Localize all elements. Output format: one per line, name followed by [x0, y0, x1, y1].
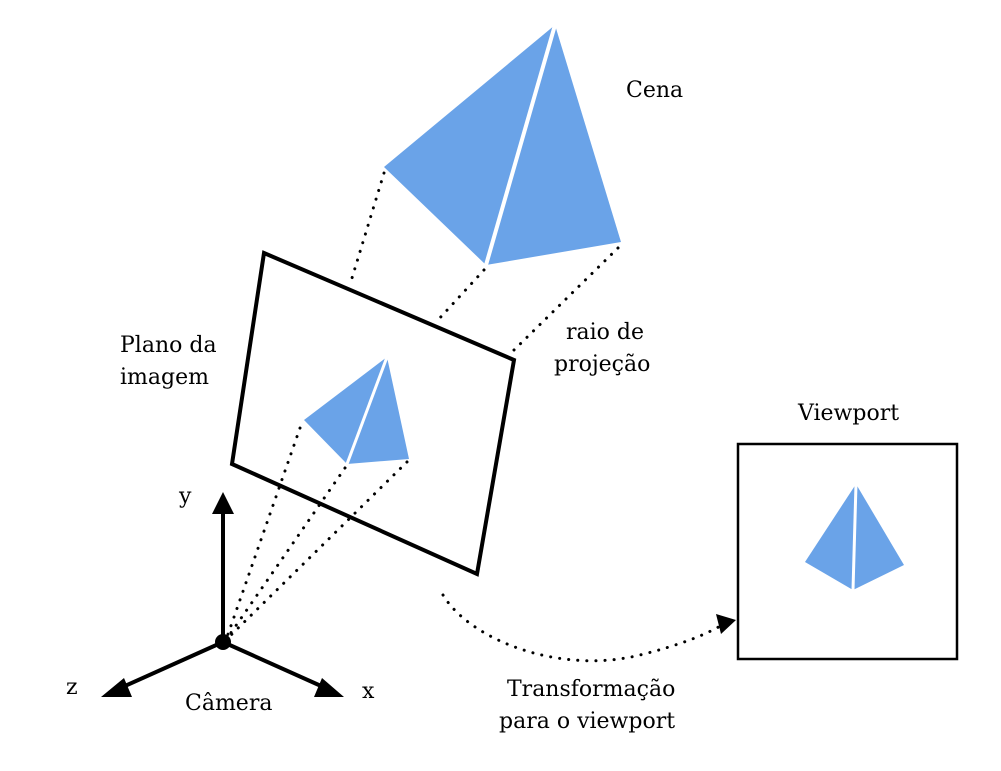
image-plane-label-line2: imagem	[120, 365, 209, 390]
axis-z-line	[115, 640, 224, 692]
scene-pyramid-edge	[484, 24, 557, 266]
viewport-transform-arrowhead	[716, 614, 736, 634]
projection-rays-scene	[350, 171, 620, 352]
camera-label: Câmera	[185, 691, 272, 716]
transform-label-line1: Transformação	[507, 677, 675, 702]
axis-y-label: y	[178, 484, 192, 509]
projected-pyramid-left-face	[304, 357, 387, 464]
image-plane	[229, 250, 517, 577]
scene-pyramid-right-face	[486, 25, 621, 265]
viewport-pyramid	[805, 483, 904, 591]
image-plane-label-line1: Plano da	[120, 333, 217, 358]
transform-label-line2: para o viewport	[499, 709, 675, 734]
camera-axes	[115, 508, 331, 692]
ray-scene-bottom	[436, 268, 486, 322]
scene-label: Cena	[626, 78, 683, 103]
axis-z-label: z	[66, 675, 78, 700]
axis-y-arrowhead	[212, 492, 234, 514]
axis-z-arrowhead	[101, 678, 132, 697]
ray-camera-2	[224, 466, 347, 642]
axis-x-arrowhead	[314, 678, 344, 697]
viewport-label: Viewport	[797, 401, 899, 426]
viewport-pyramid-left-face	[805, 484, 856, 590]
axis-x-line	[222, 640, 331, 692]
ray-scene-right	[512, 246, 620, 352]
viewport-pyramid-edge	[851, 483, 858, 591]
ray-camera-3	[224, 460, 409, 642]
scene-pyramid-left-face	[384, 25, 555, 265]
axis-x-label: x	[362, 679, 375, 704]
projected-pyramid-right-face	[347, 357, 409, 464]
viewport-transform-arrow	[441, 593, 724, 663]
projection-rays-camera	[224, 426, 409, 642]
ray-scene-left	[350, 171, 386, 280]
viewport-frame	[736, 442, 959, 661]
projected-pyramid	[304, 356, 409, 465]
ray-label-line2: projeção	[554, 352, 650, 377]
projected-pyramid-edge	[345, 356, 389, 465]
ray-camera-1	[224, 426, 302, 642]
camera-origin-dot	[215, 634, 231, 650]
viewport-pyramid-right-face	[853, 484, 904, 590]
scene-pyramid	[384, 24, 621, 266]
ray-label-line1: raio de	[566, 320, 644, 345]
